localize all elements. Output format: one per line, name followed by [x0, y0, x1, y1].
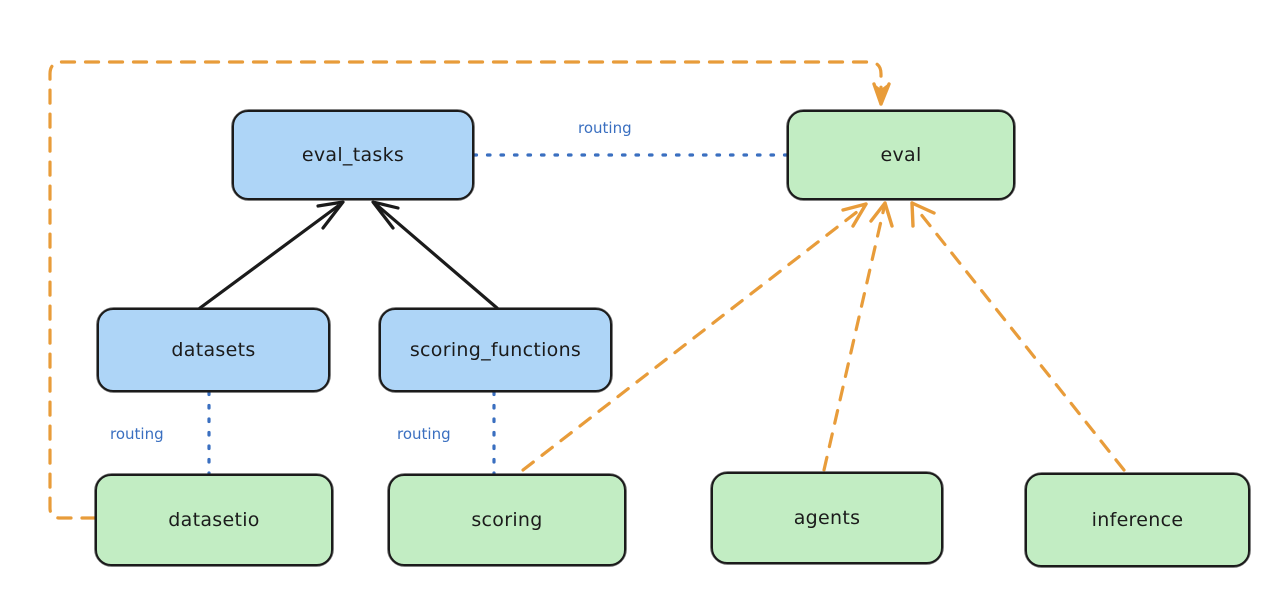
edge-inference-to-eval [910, 201, 1126, 472]
node-inference[interactable]: inference [1024, 472, 1251, 568]
node-label: eval [880, 144, 922, 166]
node-scoring-functions[interactable]: scoring_functions [378, 307, 613, 393]
edge-agents-to-eval [822, 201, 894, 472]
node-label: scoring [471, 509, 543, 531]
edge-label-routing-eval: routing [578, 119, 632, 137]
node-eval[interactable]: eval [786, 109, 1016, 201]
node-agents[interactable]: agents [710, 471, 944, 565]
edge-datasetio-to-eval [48, 60, 891, 520]
edge-label-routing-scoring: routing [397, 425, 451, 443]
node-scoring[interactable]: scoring [387, 473, 627, 567]
node-eval-tasks[interactable]: eval_tasks [231, 109, 475, 201]
node-datasets[interactable]: datasets [96, 307, 331, 393]
node-label: datasets [171, 339, 256, 361]
node-label: scoring_functions [409, 339, 582, 361]
node-label: agents [793, 507, 861, 529]
edge-datasets-to-eval_tasks [198, 200, 345, 310]
edge-label-routing-datasetio: routing [110, 425, 164, 443]
edge-scoring-to-eval [521, 202, 868, 472]
node-label: inference [1091, 509, 1184, 531]
node-datasetio[interactable]: datasetio [94, 473, 334, 567]
edge-scoringfn-to-eval_tasks [371, 200, 499, 310]
node-label: datasetio [168, 509, 260, 531]
node-label: eval_tasks [301, 144, 405, 166]
